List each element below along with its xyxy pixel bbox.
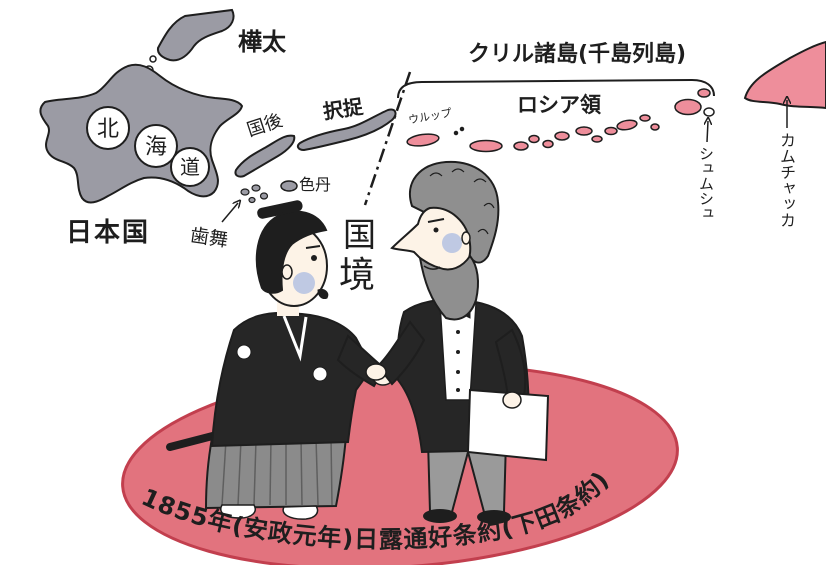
kuril-islet <box>697 88 711 98</box>
paramushir-island <box>674 98 702 116</box>
russian-arm-handshake <box>376 320 426 386</box>
kuril-islet <box>528 134 540 144</box>
tabi-sock-right <box>282 505 319 520</box>
kuril-islet <box>513 141 529 151</box>
kuril-island <box>616 119 638 131</box>
kuril-islet <box>459 126 465 132</box>
kuril-islet <box>575 126 593 136</box>
etorofu-island <box>296 108 397 152</box>
shumshu-island <box>703 107 715 117</box>
kuril-islet <box>639 114 651 122</box>
hair-curls <box>429 168 495 235</box>
kuril-islet <box>542 139 554 149</box>
vest-button <box>456 330 460 334</box>
russian-eyebrow <box>427 218 445 223</box>
hokkaido-char-circle <box>134 124 178 168</box>
hokkaido-char: 北 <box>97 117 119 142</box>
hokkaido-char: 道 <box>180 155 200 179</box>
shikotan-island <box>280 180 298 192</box>
treaty-document <box>466 388 550 462</box>
sakhalin-label: 樺太 <box>238 28 286 56</box>
shikotan-label: 色丹 <box>299 175 332 194</box>
border-line <box>363 71 412 206</box>
islet <box>149 55 157 63</box>
etorofu-label: 択捉 <box>321 94 365 124</box>
russian-territory-label: ロシア領 <box>517 93 601 117</box>
urup-island <box>406 133 440 147</box>
shumshu-arrow <box>707 121 708 143</box>
japanese-mouth <box>317 289 329 299</box>
russian-shoe <box>477 510 511 524</box>
hokkaido-char-circle <box>170 147 210 187</box>
kuril-islet <box>453 130 459 136</box>
kuril-island <box>469 139 503 153</box>
habomai-islet <box>251 184 261 192</box>
kimono-collar <box>282 315 308 362</box>
japanese-cheek <box>293 272 315 294</box>
kuril-brace <box>397 78 715 99</box>
vest-button <box>456 350 460 354</box>
kuril-islands <box>406 88 715 153</box>
japanese-eye <box>311 255 317 261</box>
russian-hand <box>502 391 522 409</box>
kuril-islet <box>554 131 570 141</box>
tabi-sock-left <box>220 504 256 519</box>
vest-button <box>456 388 460 392</box>
family-crest <box>312 366 328 382</box>
hokkaido-char-circle <box>86 106 130 150</box>
habomai-islet <box>248 196 256 204</box>
kuril-islands-label: クリル諸島(千島列島) <box>468 42 687 67</box>
russian-eye <box>433 227 439 233</box>
family-crest <box>236 344 252 360</box>
russian-envoy <box>365 160 550 524</box>
japan-label: 日本国 <box>66 218 151 248</box>
habomai-arrow <box>221 203 238 223</box>
kamchatka-peninsula <box>743 40 826 110</box>
russian-cheek <box>442 233 462 253</box>
japanese-eyebrow <box>305 245 321 249</box>
kuril-islet <box>604 126 618 136</box>
hokkaido-char: 海 <box>145 135 167 160</box>
shumshu-label: シュムシュ <box>697 146 715 221</box>
kuril-islet <box>591 135 603 143</box>
vest-button <box>456 370 460 374</box>
habomai-islet <box>240 188 250 196</box>
japanese-envoy <box>166 200 394 520</box>
japanese-hair <box>255 210 328 294</box>
russian-mouth <box>423 265 441 270</box>
russian-hand <box>365 363 387 381</box>
habomai-islet <box>259 192 269 200</box>
hakama-stripes <box>221 436 333 506</box>
kuril-islet <box>650 123 660 131</box>
russian-shoe <box>423 509 457 523</box>
russian-ear <box>461 231 471 245</box>
border-label-char: 国 <box>343 215 376 254</box>
kunashiri-island <box>234 134 296 178</box>
topknot <box>257 200 303 219</box>
hakama <box>204 434 348 510</box>
habomai-label: 歯舞 <box>188 224 230 252</box>
sakhalin-island <box>156 8 235 62</box>
kamchatka-label: カムチャッカ <box>777 132 796 228</box>
japanese-ear <box>281 264 293 280</box>
border-label-char: 境 <box>339 255 376 296</box>
